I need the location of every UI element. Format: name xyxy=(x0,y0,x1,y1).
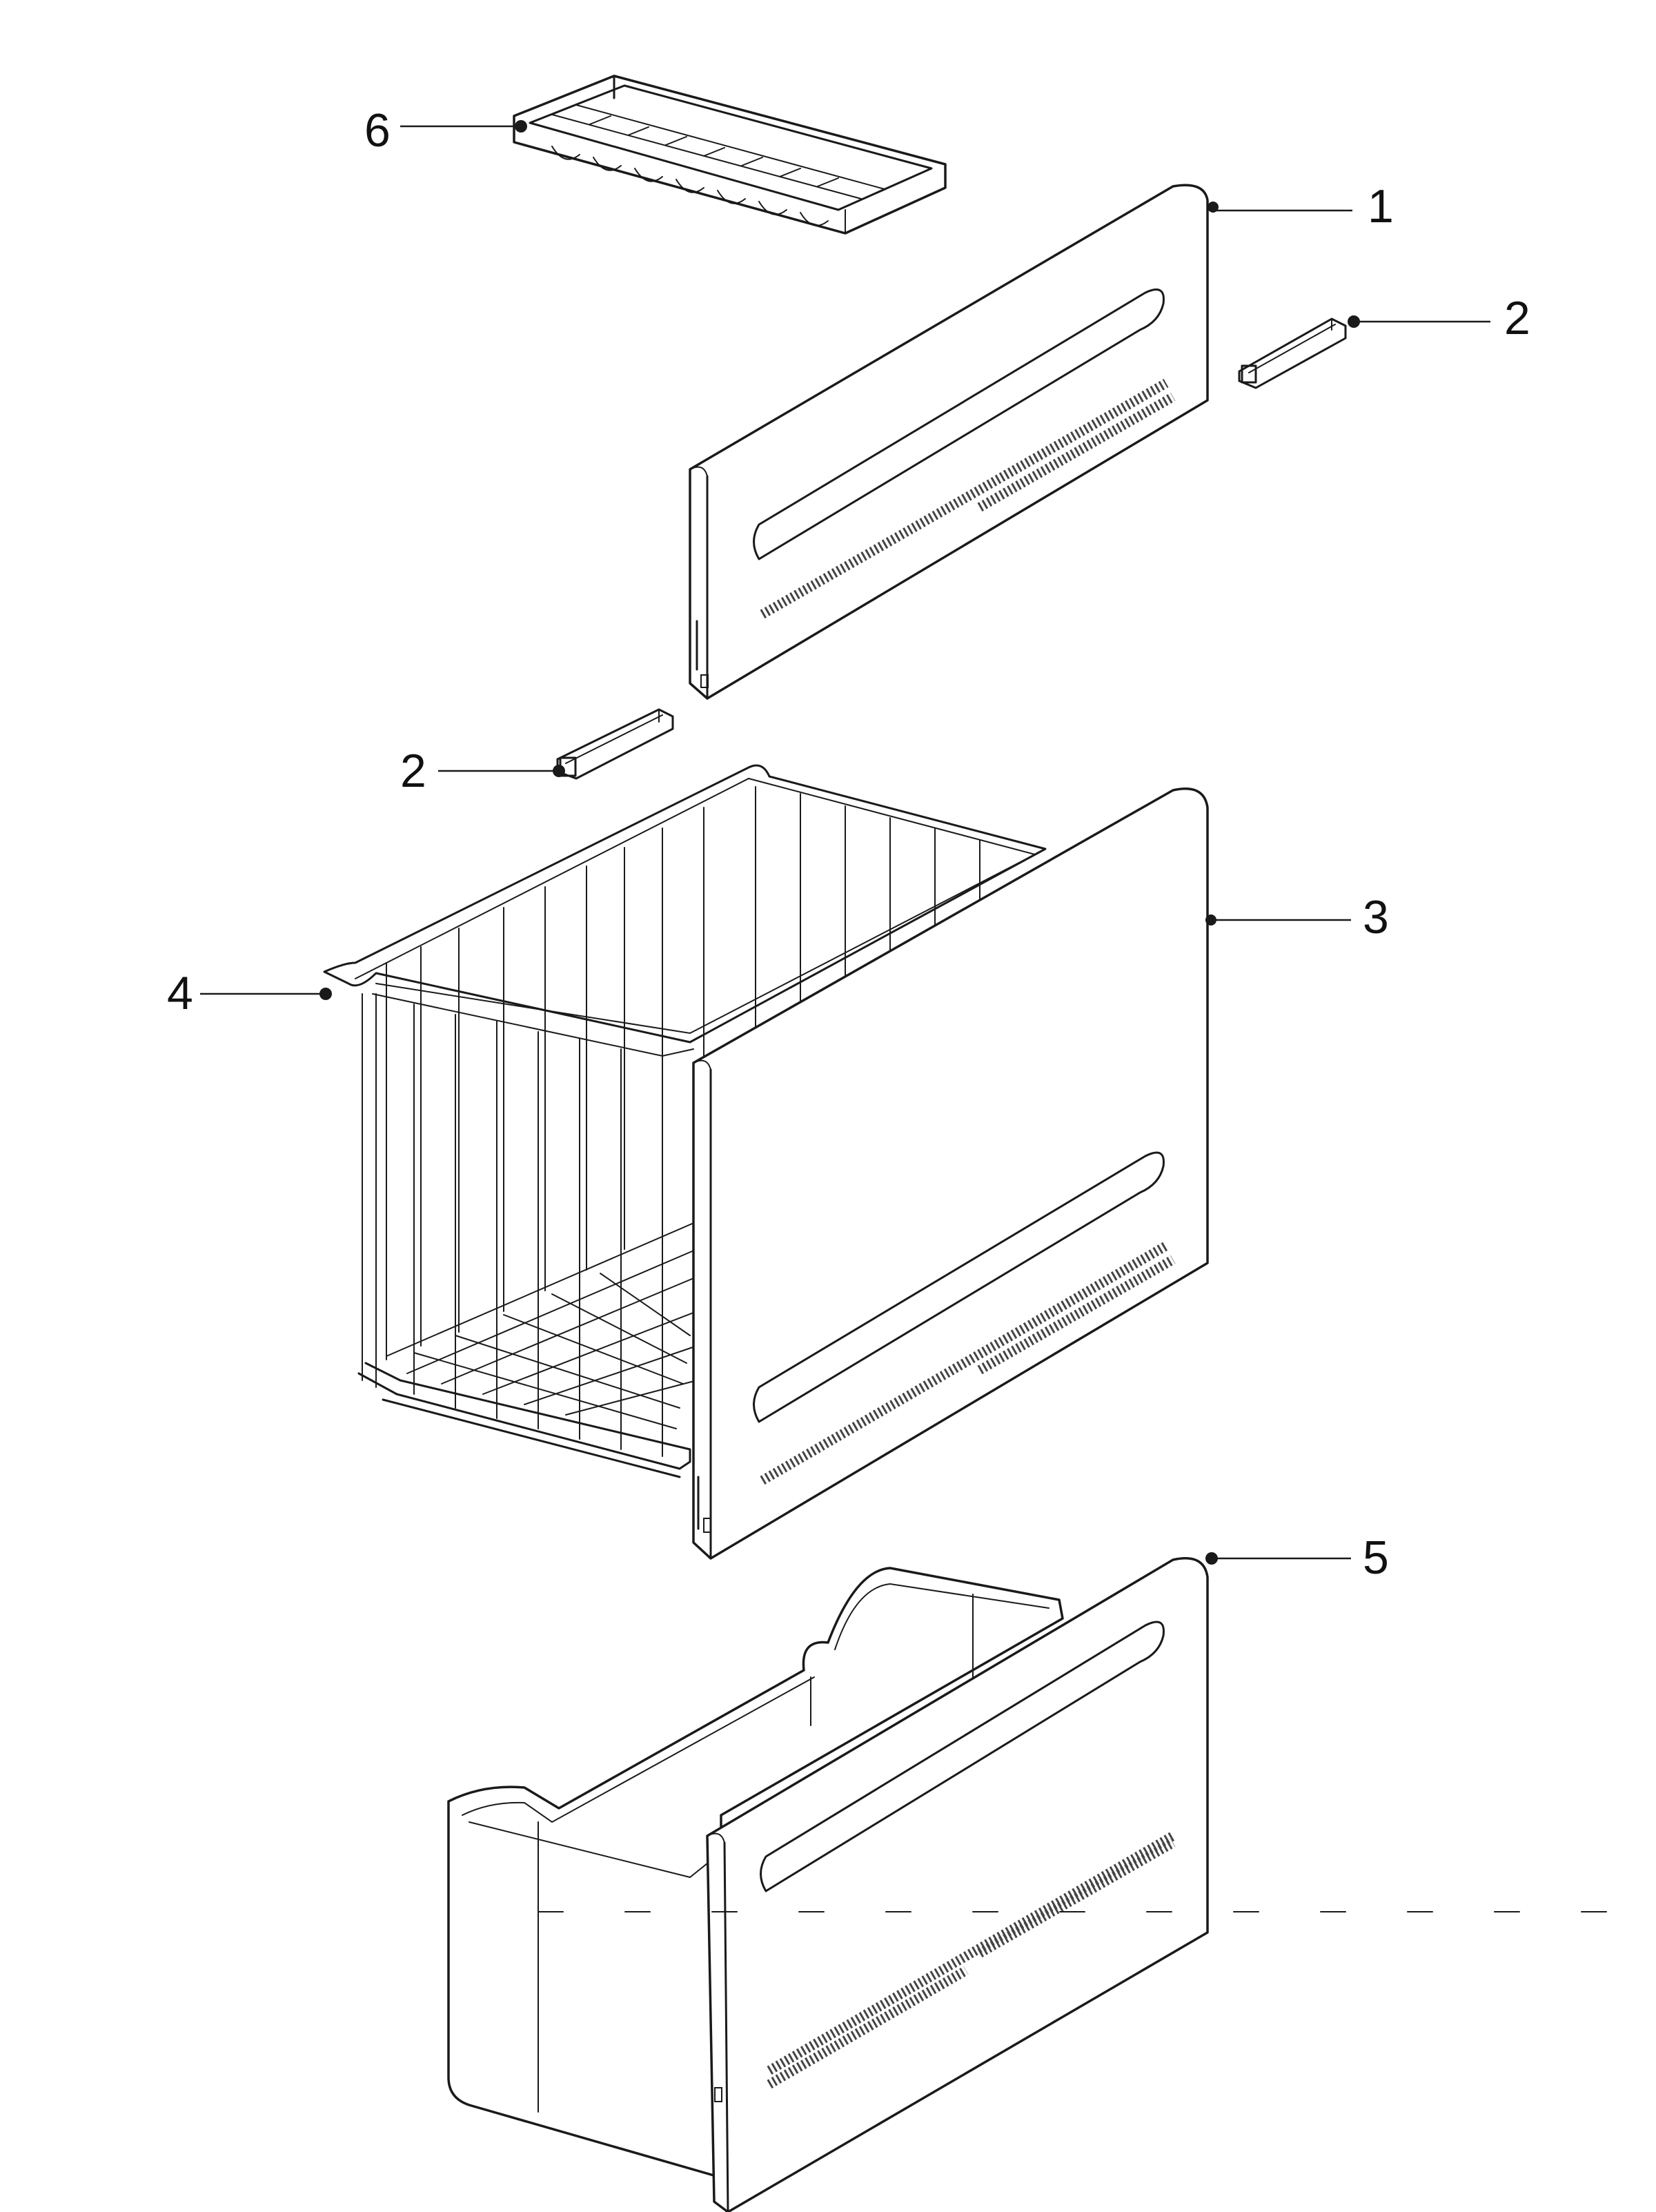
drawer-front-panel-middle xyxy=(692,787,1209,1560)
callout-1: 1 xyxy=(1368,180,1394,233)
drawer-front-panel-top xyxy=(689,184,1209,700)
drawer-front-panel-bottom xyxy=(706,1557,1209,2212)
wire-basket xyxy=(323,764,1047,1478)
leader-2b xyxy=(438,765,565,777)
leader-5 xyxy=(1205,1552,1351,1565)
callout-2-right: 2 xyxy=(1504,292,1530,344)
drawer-bin xyxy=(447,1567,1064,2179)
callout-6: 6 xyxy=(364,104,391,157)
clip-right xyxy=(1238,317,1347,389)
clip-left xyxy=(556,708,674,780)
callout-4: 4 xyxy=(167,967,193,1019)
callout-3: 3 xyxy=(1363,891,1389,943)
callout-5: 5 xyxy=(1363,1531,1389,1584)
leader-1 xyxy=(1208,202,1352,213)
ice-tray xyxy=(513,75,947,235)
leader-3 xyxy=(1205,914,1351,926)
leader-4 xyxy=(200,988,332,1000)
leader-2a xyxy=(1348,315,1490,328)
leader-6 xyxy=(400,120,527,133)
callout-2-left: 2 xyxy=(400,745,426,797)
